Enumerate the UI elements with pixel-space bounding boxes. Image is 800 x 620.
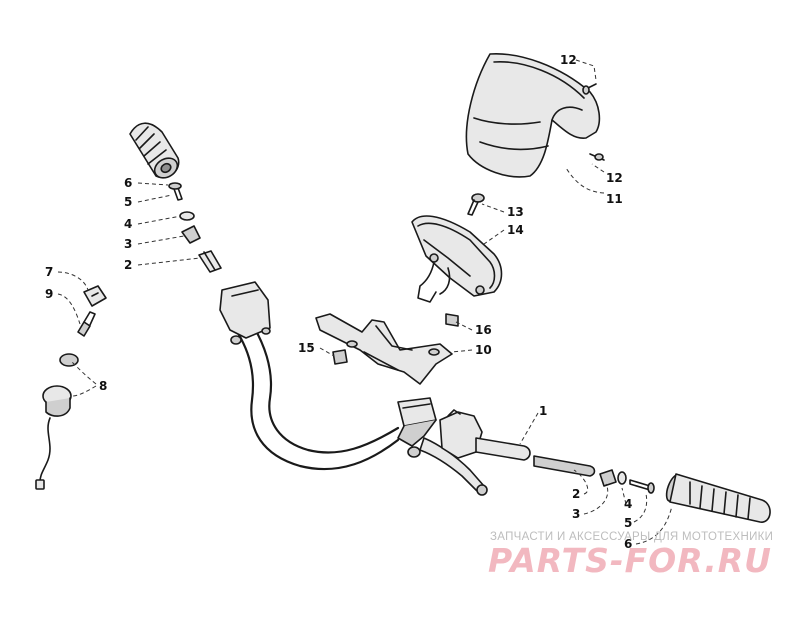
callout-4-right: 4 [624,497,632,511]
master-cylinder [397,397,437,458]
left-grip-sleeve [198,250,222,273]
right-grip [665,473,771,523]
key-switch-body [35,385,72,490]
callout-11: 11 [606,192,623,206]
brake-lever [419,437,488,496]
callout-3-right: 3 [572,507,580,521]
callout-labels: 6 5 4 3 2 7 9 8 1 12 12 11 13 14 15 16 1… [45,53,632,551]
callout-12-bottom: 12 [606,171,623,185]
watermark-tagline: ЗАПЧАСТИ И АКСЕССУАРЫ ДЛЯ МОТОТЕХНИКИ [490,531,773,543]
right-washer [617,471,627,485]
key [77,311,96,337]
left-grip [129,122,180,179]
cover-screw-top [582,83,597,95]
left-weight [181,225,201,244]
callout-3-left: 3 [124,237,132,251]
callout-14: 14 [507,223,524,237]
callout-5-right: 5 [624,516,632,530]
callout-2-right: 2 [572,487,580,501]
callout-5-left: 5 [124,195,132,209]
right-end-screw [629,479,655,494]
key-switch-cap [83,285,107,307]
grommet-right [445,313,459,327]
grommet-left [332,349,348,365]
callout-1: 1 [539,404,547,418]
callout-8: 8 [99,379,107,393]
instrument-pod [411,215,503,303]
callout-6-left: 6 [124,176,132,190]
cover-screw-bottom [589,153,605,161]
pod-bolt [467,193,485,216]
left-end-screw [168,182,183,201]
callout-7: 7 [45,265,53,279]
left-switch-housing [219,281,271,345]
throttle-tube [475,437,531,461]
callout-9: 9 [45,287,53,301]
throttle-housing [439,409,483,459]
leader-lines [57,59,673,545]
callout-16: 16 [475,323,492,337]
callout-15: 15 [298,341,315,355]
mounting-bracket [315,313,453,385]
watermark: ЗАПЧАСТИ И АКСЕССУАРЫ ДЛЯ МОТОТЕХНИКИ PA… [488,531,773,580]
callout-12-top: 12 [560,53,577,67]
left-washer [179,211,195,221]
right-weight [599,469,617,487]
callout-6-right: 6 [624,537,632,551]
key-switch-nut [59,353,79,367]
headlight-cover [465,53,601,178]
callout-13: 13 [507,205,524,219]
callout-2-left: 2 [124,258,132,272]
watermark-brand: PARTS-FOR.RU [488,541,772,580]
right-grip-sleeve [533,455,596,477]
callout-4-left: 4 [124,217,132,231]
callout-10: 10 [475,343,492,357]
